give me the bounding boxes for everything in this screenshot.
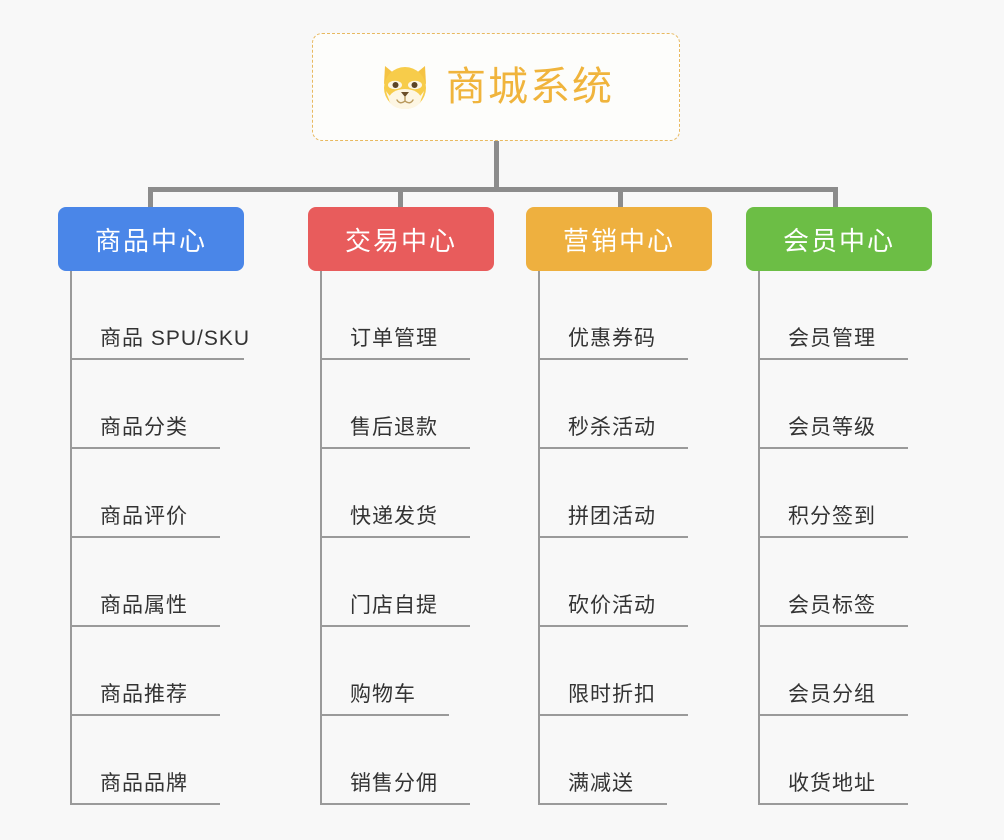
connector-horizontal-bus	[148, 187, 838, 192]
leaf-label: 商品推荐	[70, 678, 220, 716]
leaf-label: 商品分类	[70, 411, 220, 449]
list-item[interactable]: 购物车	[320, 627, 494, 716]
root-node[interactable]: 商城系统	[312, 33, 680, 141]
leaf-label: 门店自提	[320, 589, 470, 627]
list-item[interactable]: 订单管理	[320, 271, 494, 360]
leaf-label: 限时折扣	[538, 678, 688, 716]
category-header-trade[interactable]: 交易中心	[308, 207, 494, 271]
leaf-label: 售后退款	[320, 411, 470, 449]
leaf-label: 收货地址	[758, 767, 908, 805]
category-header-marketing[interactable]: 营销中心	[526, 207, 712, 271]
leaf-label: 商品属性	[70, 589, 220, 627]
connector-drop-4	[833, 187, 838, 211]
list-item[interactable]: 会员管理	[758, 271, 932, 360]
list-item[interactable]: 收货地址	[758, 716, 932, 805]
connector-drop-3	[618, 187, 623, 211]
leaf-label: 订单管理	[320, 322, 470, 360]
category-column-product: 商品中心 商品 SPU/SKU 商品分类 商品评价 商品属性 商品推荐 商品品牌	[58, 207, 249, 805]
leaf-label: 销售分佣	[320, 767, 470, 805]
list-item[interactable]: 商品分类	[70, 360, 244, 449]
list-item[interactable]: 限时折扣	[538, 627, 712, 716]
list-item[interactable]: 销售分佣	[320, 716, 494, 805]
category-column-marketing: 营销中心 优惠券码 秒杀活动 拼团活动 砍价活动 限时折扣 满减送	[526, 207, 712, 805]
list-item[interactable]: 优惠券码	[538, 271, 712, 360]
list-item[interactable]: 商品推荐	[70, 627, 244, 716]
list-item[interactable]: 积分签到	[758, 449, 932, 538]
leaf-list-marketing: 优惠券码 秒杀活动 拼团活动 砍价活动 限时折扣 满减送	[526, 271, 712, 805]
category-column-trade: 交易中心 订单管理 售后退款 快递发货 门店自提 购物车 销售分佣	[308, 207, 494, 805]
list-item[interactable]: 商品品牌	[70, 716, 244, 805]
list-item[interactable]: 拼团活动	[538, 449, 712, 538]
leaf-label: 会员管理	[758, 322, 908, 360]
list-item[interactable]: 秒杀活动	[538, 360, 712, 449]
leaf-label: 会员等级	[758, 411, 908, 449]
list-item[interactable]: 会员标签	[758, 538, 932, 627]
list-item[interactable]: 门店自提	[320, 538, 494, 627]
leaf-label: 优惠券码	[538, 322, 688, 360]
shiba-dog-face-icon	[384, 66, 426, 109]
connector-drop-2	[398, 187, 403, 211]
list-item[interactable]: 砍价活动	[538, 538, 712, 627]
leaf-label: 拼团活动	[538, 500, 688, 538]
leaf-label: 商品评价	[70, 500, 220, 538]
list-item[interactable]: 快递发货	[320, 449, 494, 538]
list-item[interactable]: 商品 SPU/SKU	[70, 271, 249, 360]
leaf-label: 会员分组	[758, 678, 908, 716]
list-item[interactable]: 会员分组	[758, 627, 932, 716]
leaf-label: 砍价活动	[538, 589, 688, 627]
leaf-label: 会员标签	[758, 589, 908, 627]
leaf-label: 积分签到	[758, 500, 908, 538]
connector-drop-1	[148, 187, 153, 211]
list-item[interactable]: 售后退款	[320, 360, 494, 449]
category-header-member[interactable]: 会员中心	[746, 207, 932, 271]
leaf-label: 商品 SPU/SKU	[70, 322, 249, 360]
list-item[interactable]: 商品属性	[70, 538, 244, 627]
leaf-list-trade: 订单管理 售后退款 快递发货 门店自提 购物车 销售分佣	[308, 271, 494, 805]
list-item[interactable]: 会员等级	[758, 360, 932, 449]
category-header-product[interactable]: 商品中心	[58, 207, 244, 271]
leaf-label: 购物车	[320, 678, 449, 716]
leaf-label: 商品品牌	[70, 767, 220, 805]
category-column-member: 会员中心 会员管理 会员等级 积分签到 会员标签 会员分组 收货地址	[746, 207, 932, 805]
leaf-label: 快递发货	[320, 500, 470, 538]
root-title: 商城系统	[446, 65, 614, 109]
leaf-label: 秒杀活动	[538, 411, 688, 449]
list-item[interactable]: 满减送	[538, 716, 712, 805]
list-item[interactable]: 商品评价	[70, 449, 244, 538]
connector-root-stem	[494, 141, 499, 191]
leaf-list-product: 商品 SPU/SKU 商品分类 商品评价 商品属性 商品推荐 商品品牌	[58, 271, 249, 805]
leaf-label: 满减送	[538, 767, 667, 805]
leaf-list-member: 会员管理 会员等级 积分签到 会员标签 会员分组 收货地址	[746, 271, 932, 805]
